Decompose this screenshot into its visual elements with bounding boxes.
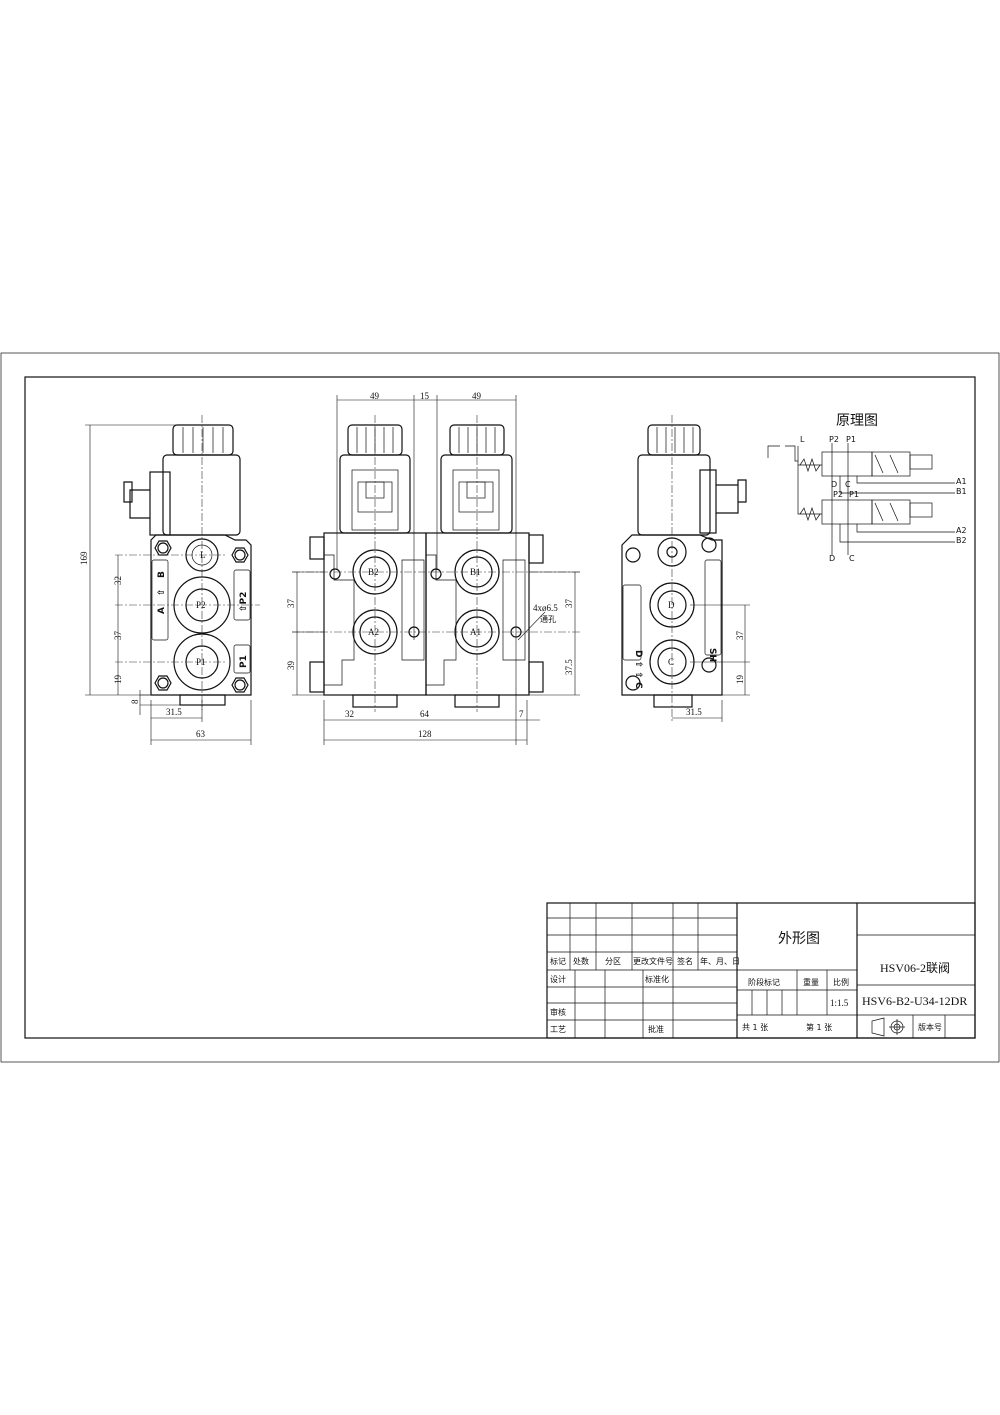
dim-31-5: 31.5 bbox=[686, 707, 702, 717]
label-version: 版本号 bbox=[918, 1022, 942, 1032]
port-label-L: L bbox=[200, 550, 206, 560]
hydraulic-schematic: 原理图 L P2 P1 D C P2 P1 A1 B1 A2 B2 D C bbox=[767, 413, 967, 563]
drawing-number: HSV6-B2-U34-12DR bbox=[862, 994, 967, 1008]
solenoid-coil bbox=[162, 454, 241, 536]
dim-39: 39 bbox=[286, 661, 296, 671]
header-count: 处数 bbox=[573, 956, 589, 966]
dim-49-right: 49 bbox=[472, 391, 482, 401]
label-L: L bbox=[800, 435, 805, 444]
dimension-lines bbox=[85, 424, 252, 745]
port-label-P1: P1 bbox=[196, 657, 206, 667]
label-P2-mid: P2 bbox=[833, 490, 843, 499]
label-standardization: 标准化 bbox=[645, 974, 669, 984]
label-P2-tag: ⇧P2 bbox=[239, 592, 249, 612]
dim-64: 64 bbox=[420, 709, 430, 719]
dim-37-left: 37 bbox=[286, 599, 296, 609]
label-C-bottom: C bbox=[849, 554, 855, 563]
port-label-A1: A1 bbox=[470, 627, 481, 637]
hole-note: 4xø6.5 bbox=[533, 603, 558, 613]
port-label-B2: B2 bbox=[368, 567, 379, 577]
dim-8: 8 bbox=[130, 699, 140, 704]
label-P1: P1 bbox=[846, 435, 856, 444]
dim-32: 32 bbox=[113, 576, 123, 585]
schematic-title: 原理图 bbox=[836, 413, 878, 429]
port-label-B1: B1 bbox=[470, 567, 481, 577]
port-label-P2: P2 bbox=[196, 600, 206, 610]
port-label-C: C bbox=[668, 657, 674, 667]
label-D: D bbox=[831, 480, 837, 489]
dim-19: 19 bbox=[735, 675, 745, 685]
header-zone: 分区 bbox=[605, 957, 621, 966]
label-B2: B2 bbox=[956, 536, 967, 545]
sheet-number: 第 1 张 bbox=[806, 1022, 832, 1032]
label-P1-mid: P1 bbox=[849, 490, 859, 499]
label-A1: A1 bbox=[956, 477, 967, 486]
projection-symbol-icon bbox=[871, 1017, 905, 1037]
label-B1: B1 bbox=[956, 487, 967, 496]
hole-note-through: 通孔 bbox=[540, 614, 556, 624]
label-P2: P2 bbox=[829, 435, 839, 444]
label-A2: A2 bbox=[956, 526, 967, 535]
label-review: 审核 bbox=[550, 1007, 566, 1017]
inner-frame bbox=[24, 376, 976, 1039]
solenoid-coil-left bbox=[339, 454, 411, 534]
header-date: 年、月、日 bbox=[700, 956, 740, 966]
dim-37: 37 bbox=[113, 631, 123, 641]
port-label-D: D bbox=[668, 600, 675, 610]
dim-63: 63 bbox=[196, 729, 206, 739]
label-C: C bbox=[845, 480, 851, 489]
label-B: B bbox=[157, 571, 167, 578]
dim-128: 128 bbox=[418, 729, 432, 739]
title-block: 标记 处数 分区 更改文件号 签名 年、月、日 设计 标准化 审核 工艺 批准 … bbox=[546, 902, 976, 1039]
header-signature: 签名 bbox=[677, 956, 693, 966]
dim-31-5: 31.5 bbox=[166, 707, 182, 717]
dim-7: 7 bbox=[519, 709, 524, 719]
valve-body bbox=[621, 534, 723, 696]
scale-value: 1:1.5 bbox=[830, 998, 849, 1008]
label-scale: 比例 bbox=[833, 977, 849, 987]
header-change-doc: 更改文件号 bbox=[633, 956, 673, 966]
label-approve: 批准 bbox=[648, 1024, 664, 1034]
product-name: HSV06-2联阀 bbox=[880, 961, 950, 975]
dim-37-5: 37.5 bbox=[564, 659, 574, 675]
front-view: B2 A2 B1 A1 49 15 49 37 39 37 37.5 32 64… bbox=[286, 391, 580, 745]
outer-border bbox=[0, 352, 1000, 1063]
dim-15: 15 bbox=[420, 391, 430, 401]
dim-19: 19 bbox=[113, 675, 123, 685]
label-stage-mark: 阶段标记 bbox=[748, 977, 780, 987]
solenoid-coil-right bbox=[440, 454, 513, 534]
dim-169: 169 bbox=[79, 551, 89, 565]
left-side-view: L P2 P1 B ⇧ A ⇧P2 P1 169 32 37 19 8 31.5… bbox=[79, 415, 260, 745]
label-D-C: D ⇧ ⇧ C bbox=[633, 650, 643, 689]
port-label-A2: A2 bbox=[368, 627, 379, 637]
label-process: 工艺 bbox=[550, 1025, 566, 1034]
label-P1-tag: P1 bbox=[239, 655, 249, 668]
connector-plug bbox=[699, 469, 717, 534]
dimension-lines bbox=[672, 604, 750, 722]
sheets-total: 共 1 张 bbox=[742, 1023, 768, 1032]
dim-32: 32 bbox=[345, 709, 354, 719]
knurled-nut-icon bbox=[647, 424, 701, 456]
solenoid-coil bbox=[637, 454, 711, 536]
hex-bolt-icon bbox=[625, 537, 717, 691]
label-A: A bbox=[157, 607, 167, 614]
header-mark: 标记 bbox=[550, 956, 566, 966]
label-D-bottom: D bbox=[829, 554, 835, 563]
label-design: 设计 bbox=[550, 974, 566, 984]
dim-49-left: 49 bbox=[370, 391, 380, 401]
label-weight: 重量 bbox=[803, 977, 819, 987]
drawing-type: 外形图 bbox=[778, 931, 820, 947]
dim-37: 37 bbox=[735, 631, 745, 641]
arrow-icon: ⇧ bbox=[157, 588, 167, 596]
label-SH: SH bbox=[707, 648, 717, 662]
right-side-view: D C D ⇧ ⇧ C SH 37 19 31.5 bbox=[621, 415, 750, 722]
connector-plug bbox=[149, 471, 171, 536]
dimension-lines bbox=[292, 395, 580, 745]
dim-37-right: 37 bbox=[564, 599, 574, 609]
